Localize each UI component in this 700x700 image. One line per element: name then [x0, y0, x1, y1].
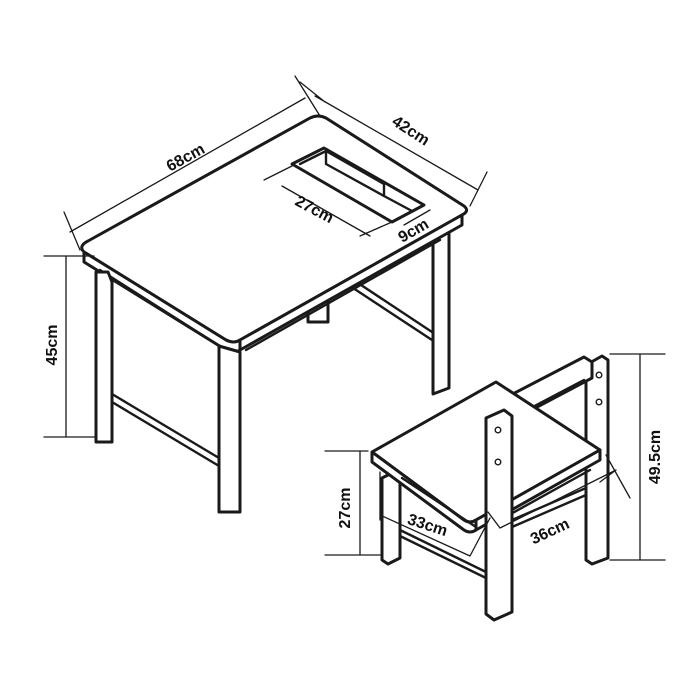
chair-front-left-leg — [380, 470, 402, 566]
post-bolt-hole — [494, 458, 502, 466]
desk-front-apron — [98, 268, 220, 347]
chair-height-dimension — [609, 353, 666, 561]
desk-side-stretcher — [348, 277, 434, 342]
desk-back-right-leg — [431, 224, 451, 396]
seat-width-dimension — [379, 471, 491, 557]
storage-length-dimension — [263, 165, 393, 237]
seat-height-dimension — [324, 450, 381, 556]
chair-height-label: 49.5cm — [647, 430, 664, 484]
desk-front-left-leg — [94, 270, 114, 444]
chair — [324, 353, 666, 622]
desk-height-dimension — [43, 255, 97, 438]
desk-depth-label: 42cm — [389, 113, 433, 150]
chair-front-right-post — [484, 408, 514, 622]
seat-depth-dimension — [487, 454, 631, 529]
desk — [43, 75, 488, 514]
seat-height-label: 27cm — [337, 488, 354, 529]
storage-opening — [290, 146, 426, 224]
desk-top-side-edge — [238, 213, 464, 352]
post-bolt-hole — [595, 398, 603, 406]
chair-apron — [400, 468, 592, 529]
chair-front-stretcher — [398, 528, 488, 580]
desk-side-apron — [244, 238, 442, 352]
post-bolt-hole — [494, 426, 502, 434]
desk-length-dimension — [63, 75, 321, 251]
desk-front-stretcher — [110, 392, 221, 468]
post-bolt-hole — [595, 371, 603, 379]
storage-width-dimension — [403, 209, 431, 226]
desk-length-label: 68cm — [164, 141, 208, 176]
desk-front-right-leg — [217, 344, 242, 514]
desk-height-label: 45cm — [44, 325, 61, 366]
desk-storage-compartment — [290, 146, 426, 224]
desk-depth-dimension — [299, 81, 488, 207]
seat-depth-label: 36cm — [528, 516, 572, 549]
